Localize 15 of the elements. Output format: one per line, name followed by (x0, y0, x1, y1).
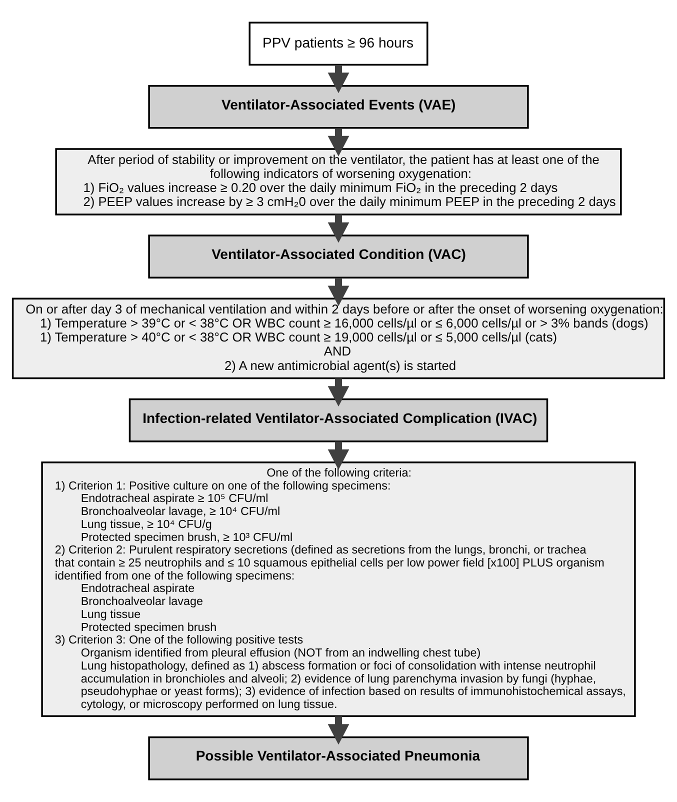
node-box: Possible Ventilator-Associated Pneumonia (148, 736, 529, 780)
arrow (328, 716, 350, 745)
arrow (328, 128, 350, 156)
arrow (328, 64, 350, 94)
node-box: One of the following criteria: 1) Criterion 1: Positive culture on one of the following specimens: Endotracheal aspirate ≥ 10⁵ CFU/ml Bronchoalveolar lavage, ≥ 10⁴ CFU/ml Lung tissue, ≥ 10⁴ CFU/g Protected specimen brush, ≥ 10³ CFU/ml 2) Criterion 2: Purulent respiratory secretions (defined as secretions from the lungs, bronchi, or trachea that contain ≥ 25 neutrophils and ≤ 10 squamous epithelial cells per low power field [x100] PLUS organism identified from one of the following specimens: Endotracheal aspirate Bronchoalveolar lavage Lung tissue Protected specimen brush 3) Criterion 3: One of the following positive tests Organism identified from pleural effusion (NOT from an indwelling chest tube) Lung histopathology, defined as 1) abscess formation or foci of consolidation with intense neutrophil accumulation in bronchioles and alveoli; 2) evidence of lung parenchyma invasion by fungi (hyphae, pseudohyphae or yeast forms); 3) evidence of infection based on results of immunohistochemical assays, cytology, or microscopy performed on lung tissue. (41, 462, 636, 718)
node-box: Ventilator-Associated Events (VAE) (148, 84, 529, 129)
arrow (328, 278, 350, 306)
arrow (328, 214, 350, 243)
arrow (328, 378, 350, 406)
node-box: Infection-related Ventilator-Associated Complication (IVAC) (128, 398, 548, 442)
arrow (328, 442, 350, 470)
node-box: After period of stability or improvement on the ventilator, the patient has at least one of the following indicators of worsening oxygenation: 1) FiO₂ values increase ≥ 0.20 over the daily minimum FiO₂ in the preceding 2 days 2) PEEP values increase by ≥ 3 cmH₂0 over the daily minimum PEEP in the preceding 2 days (55, 148, 622, 216)
node-box: Ventilator-Associated Condition (VAC) (148, 234, 529, 278)
node-box: PPV patients ≥ 96 hours (248, 22, 428, 66)
node-box: On or after day 3 of mechanical ventilation and within 2 days before or after the onset of worsening oxygenation: 1) Temperature > 39°C or < 38°C OR WBC count ≥ 16,000 cells/µl or ≤ 6,000 cells/µl or > 3% bands (dogs) 1) Temperature > 40°C or < 38°C OR WBC count ≥ 19,000 cells/µl or ≤ 5,000 cells/µl (cats) AND 2) A new antimicrobial agent(s) is started (12, 298, 666, 380)
